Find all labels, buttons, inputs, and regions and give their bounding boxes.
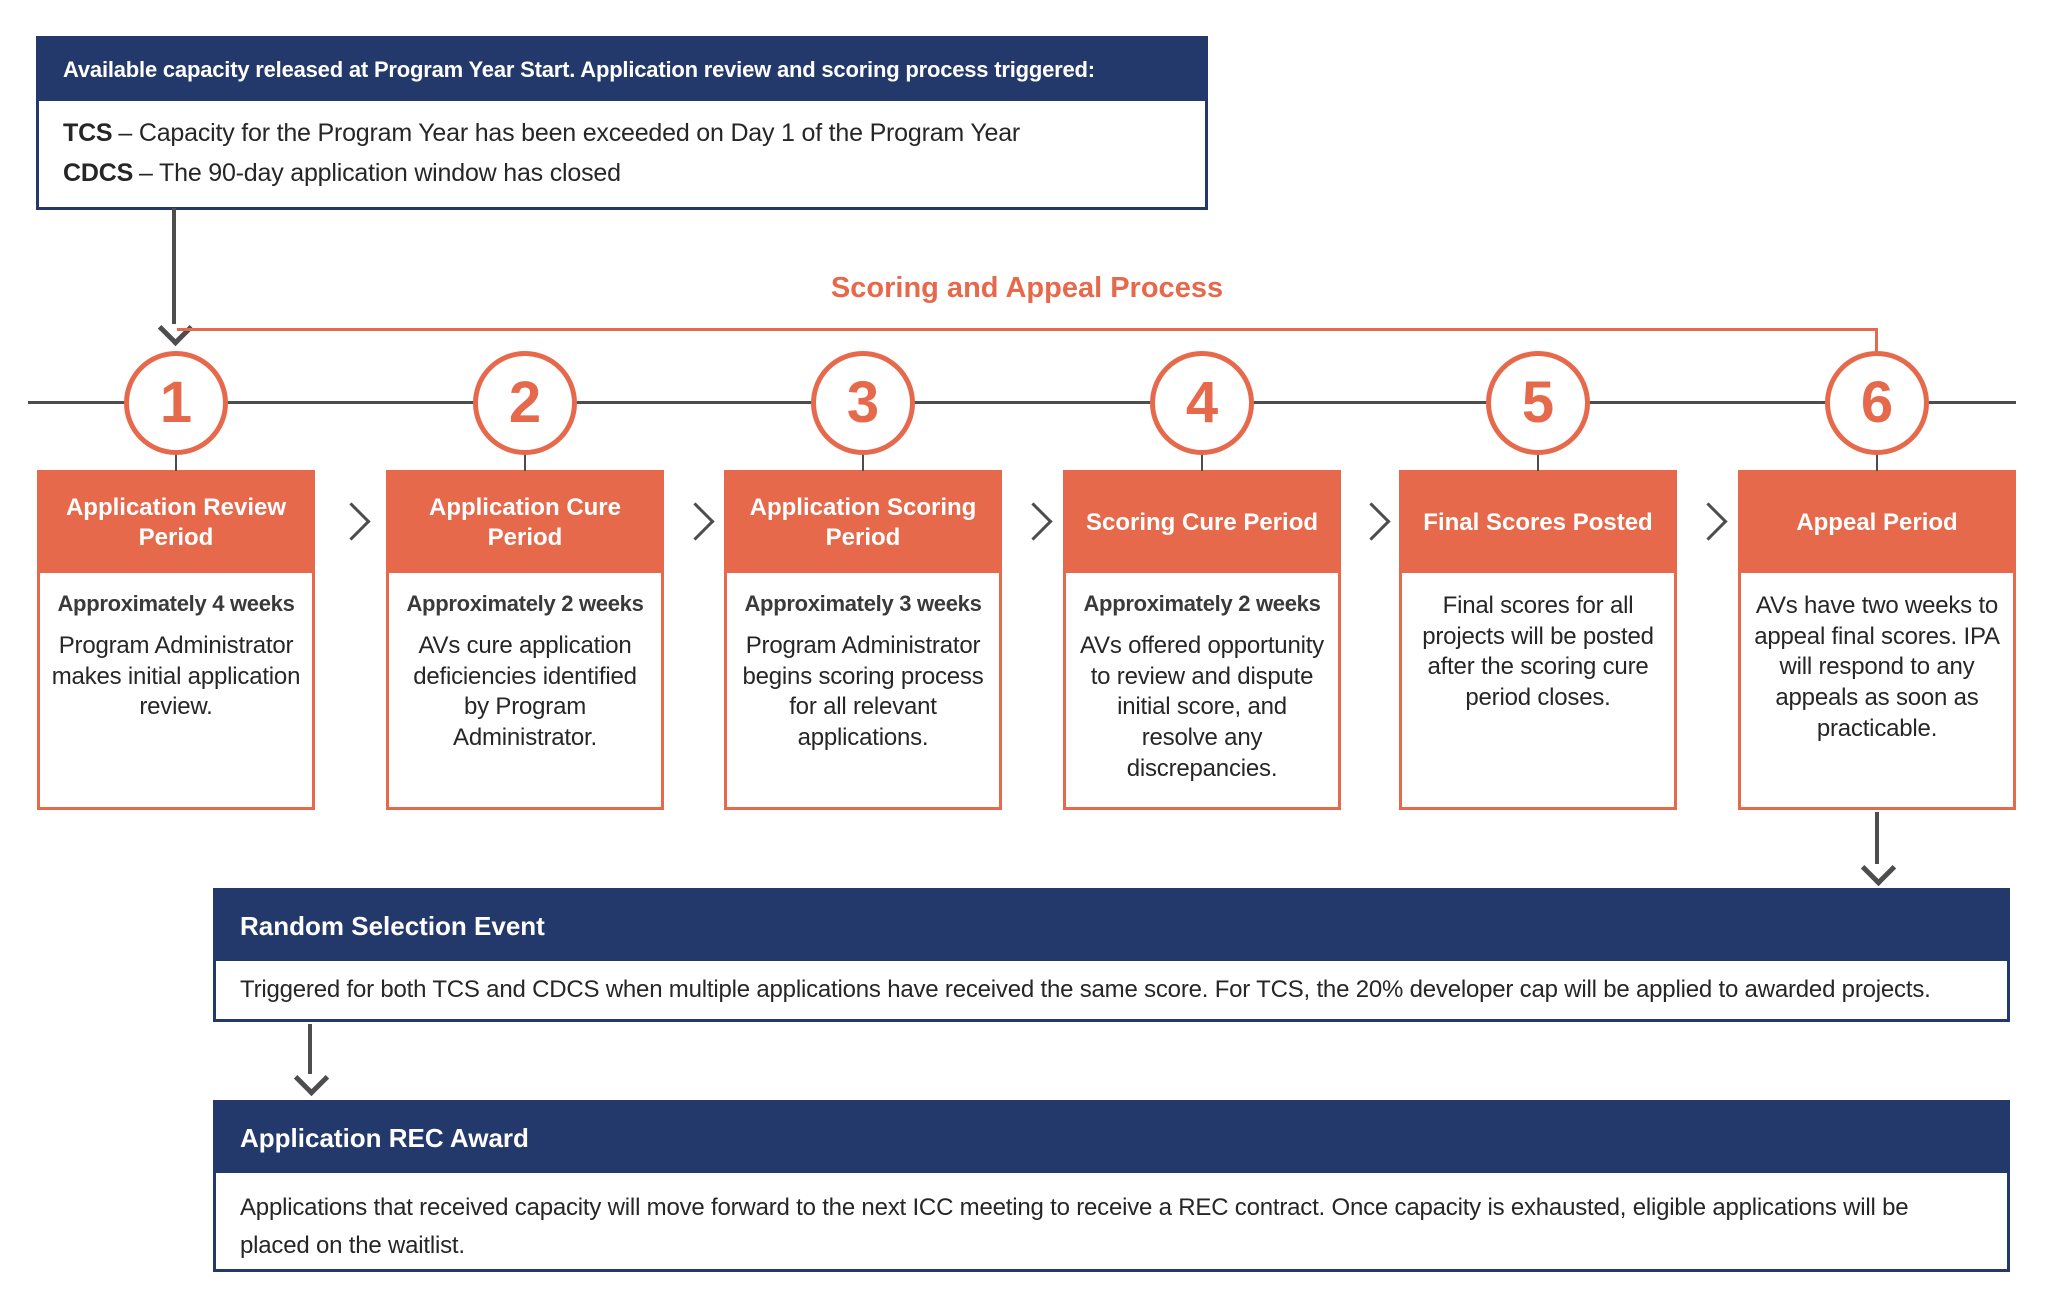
tcs-term: TCS bbox=[63, 119, 113, 147]
step-4-number: 4 bbox=[1185, 370, 1219, 435]
cdcs-definition-line: CDCS– The 90-day application window has … bbox=[63, 153, 1181, 193]
step-5-description: Final scores for all projects will be po… bbox=[1422, 592, 1654, 712]
step-5-body: Final scores for all projects will be po… bbox=[1402, 573, 1674, 714]
step-3-duration: Approximately 3 weeks bbox=[744, 591, 982, 616]
rec-award-box: Application REC Award Applications that … bbox=[213, 1100, 2010, 1272]
step-2-number-circle: 2 bbox=[473, 351, 577, 455]
chevron-right-icon bbox=[1352, 502, 1391, 541]
trigger-info-header: Available capacity released at Program Y… bbox=[39, 39, 1205, 101]
step-box-final-scores: Final Scores Posted Final scores for all… bbox=[1399, 470, 1677, 810]
step-4-number-circle: 4 bbox=[1150, 351, 1254, 455]
step-5-number: 5 bbox=[1521, 370, 1555, 435]
bracket-line-horizontal bbox=[177, 328, 1878, 331]
step-4-duration: Approximately 2 weeks bbox=[1083, 591, 1321, 616]
step-4-body: Approximately 2 weeks AVs offered opport… bbox=[1066, 573, 1338, 785]
step-6-number-circle: 6 bbox=[1825, 351, 1929, 455]
random-selection-header: Random Selection Event bbox=[216, 891, 2007, 961]
step-1-description: Program Administrator makes initial appl… bbox=[51, 632, 301, 721]
step-3-connector bbox=[862, 453, 864, 471]
step-2-number: 2 bbox=[508, 370, 542, 435]
tcs-definition-line: TCS– Capacity for the Program Year has b… bbox=[63, 113, 1181, 153]
chevron-right-icon bbox=[332, 502, 371, 541]
step-3-description: Program Administrator begins scoring pro… bbox=[742, 632, 984, 752]
rec-award-body: Applications that received capacity will… bbox=[240, 1194, 1909, 1260]
step-6-description: AVs have two weeks to appeal final score… bbox=[1754, 592, 2000, 742]
arrow-random-shaft bbox=[308, 1024, 312, 1074]
cdcs-description: – The 90-day application window has clos… bbox=[139, 159, 621, 187]
bracket-line-vertical bbox=[1875, 328, 1878, 354]
step-2-body: Approximately 2 weeks AVs cure applicati… bbox=[389, 573, 661, 754]
step-box-application-cure: Application Cure Period Approximately 2 … bbox=[386, 470, 664, 810]
step-3-title: Application Scoring Period bbox=[727, 473, 999, 573]
trigger-info-body: TCS– Capacity for the Program Year has b… bbox=[39, 101, 1205, 207]
chevron-right-icon bbox=[1689, 502, 1728, 541]
step-3-number: 3 bbox=[846, 370, 880, 435]
step-2-connector bbox=[524, 453, 526, 471]
step-1-body: Approximately 4 weeks Program Administra… bbox=[40, 573, 312, 723]
step-1-number: 1 bbox=[159, 370, 193, 435]
step-4-title: Scoring Cure Period bbox=[1066, 473, 1338, 573]
step-2-duration: Approximately 2 weeks bbox=[406, 591, 644, 616]
step-box-application-scoring: Application Scoring Period Approximately… bbox=[724, 470, 1002, 810]
chevron-right-icon bbox=[676, 502, 715, 541]
step-3-body: Approximately 3 weeks Program Administra… bbox=[727, 573, 999, 754]
step-4-description: AVs offered opportunity to review and di… bbox=[1079, 632, 1324, 782]
step-box-scoring-cure: Scoring Cure Period Approximately 2 week… bbox=[1063, 470, 1341, 810]
step-3-number-circle: 3 bbox=[811, 351, 915, 455]
arrow-top-shaft bbox=[172, 208, 176, 324]
step-6-connector bbox=[1876, 453, 1878, 471]
tcs-description: – Capacity for the Program Year has been… bbox=[118, 119, 1021, 147]
step-6-number: 6 bbox=[1860, 370, 1894, 435]
step-1-number-circle: 1 bbox=[124, 351, 228, 455]
step-6-body: AVs have two weeks to appeal final score… bbox=[1741, 573, 2013, 745]
step-5-number-circle: 5 bbox=[1486, 351, 1590, 455]
cdcs-term: CDCS bbox=[63, 159, 134, 187]
step-2-title: Application Cure Period bbox=[389, 473, 661, 573]
step-box-appeal-period: Appeal Period AVs have two weeks to appe… bbox=[1738, 470, 2016, 810]
timeline-line bbox=[28, 401, 2016, 404]
step-box-application-review: Application Review Period Approximately … bbox=[37, 470, 315, 810]
rec-award-header: Application REC Award bbox=[216, 1103, 2007, 1173]
step-6-title: Appeal Period bbox=[1741, 473, 2013, 573]
bracket-label: Scoring and Appeal Process bbox=[830, 272, 1224, 304]
chevron-right-icon bbox=[1014, 502, 1053, 541]
step-1-duration: Approximately 4 weeks bbox=[57, 591, 295, 616]
step-5-title: Final Scores Posted bbox=[1402, 473, 1674, 573]
arrow-appeal-head bbox=[1860, 850, 1897, 887]
trigger-info-box: Available capacity released at Program Y… bbox=[36, 36, 1208, 210]
arrow-random-head bbox=[293, 1060, 330, 1097]
random-selection-box: Random Selection Event Triggered for bot… bbox=[213, 888, 2010, 1022]
random-selection-body: Triggered for both TCS and CDCS when mul… bbox=[240, 976, 1931, 1003]
step-1-title: Application Review Period bbox=[40, 473, 312, 573]
step-2-description: AVs cure application deficiencies identi… bbox=[413, 632, 637, 752]
step-1-connector bbox=[175, 453, 177, 471]
step-4-connector bbox=[1201, 453, 1203, 471]
arrow-appeal-shaft bbox=[1875, 812, 1879, 864]
step-5-connector bbox=[1537, 453, 1539, 471]
